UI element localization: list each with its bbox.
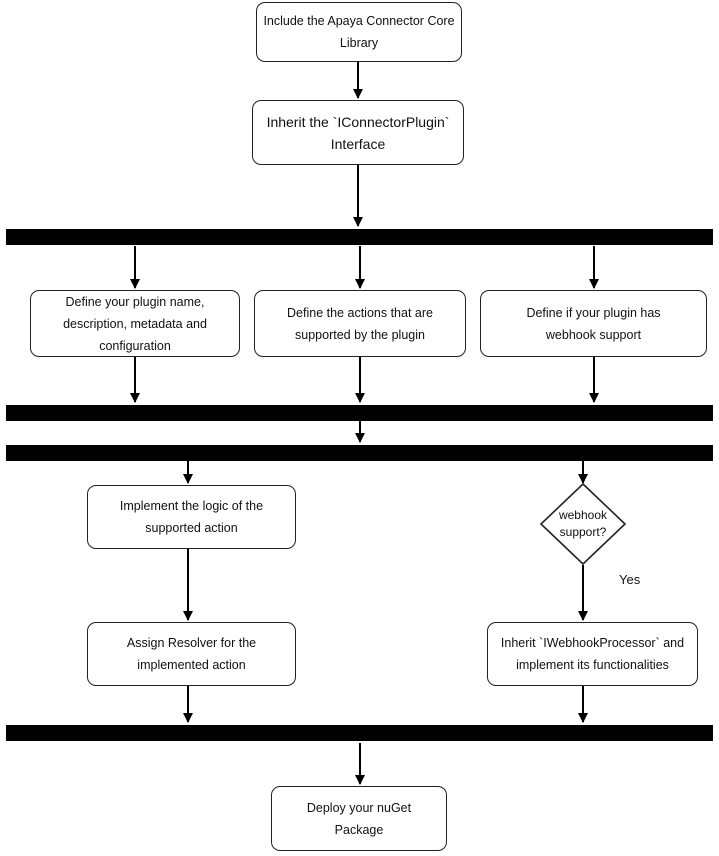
node-define-plugin-name: Define your plugin name, description, me… <box>30 290 240 357</box>
node-include-library-text: Include the Apaya Connector Core Library <box>263 14 455 50</box>
node-implement-logic-text: Implement the logic of the supported act… <box>119 499 264 535</box>
join-bar-2 <box>6 725 713 741</box>
node-define-actions-text: Define the actions that are supported by… <box>287 305 433 342</box>
node-inherit-webhook-processor: Inherit `IWebhookProcessor` and implemen… <box>487 622 698 686</box>
node-implement-logic: Implement the logic of the supported act… <box>87 485 296 549</box>
fork-bar-1 <box>6 229 713 245</box>
node-deploy-package-text: Deploy your nuGet Package <box>306 800 412 837</box>
node-inherit-interface: Inherit the `IConnectorPlugin` Interface <box>252 100 464 165</box>
join-bar-1 <box>6 405 713 421</box>
node-include-library: Include the Apaya Connector Core Library <box>256 2 462 62</box>
node-define-webhook: Define if your plugin has webhook suppor… <box>480 290 707 357</box>
node-assign-resolver: Assign Resolver for the implemented acti… <box>87 622 296 686</box>
node-define-plugin-name-text: Define your plugin name, description, me… <box>63 294 207 353</box>
node-webhook-decision-text: webhook support? <box>558 508 608 539</box>
fork-bar-2 <box>6 445 713 461</box>
node-inherit-webhook-processor-text: Inherit `IWebhookProcessor` and implemen… <box>500 636 685 672</box>
node-webhook-decision: webhook support? <box>541 500 625 548</box>
decision-diamond <box>539 482 627 566</box>
edge-label-yes: Yes <box>619 572 641 587</box>
node-inherit-interface-text: Inherit the `IConnectorPlugin` Interface <box>266 113 450 152</box>
node-define-webhook-text: Define if your plugin has webhook suppor… <box>526 305 661 342</box>
node-define-actions: Define the actions that are supported by… <box>254 290 466 357</box>
node-deploy-package: Deploy your nuGet Package <box>271 786 447 851</box>
node-assign-resolver-text: Assign Resolver for the implemented acti… <box>126 636 257 672</box>
